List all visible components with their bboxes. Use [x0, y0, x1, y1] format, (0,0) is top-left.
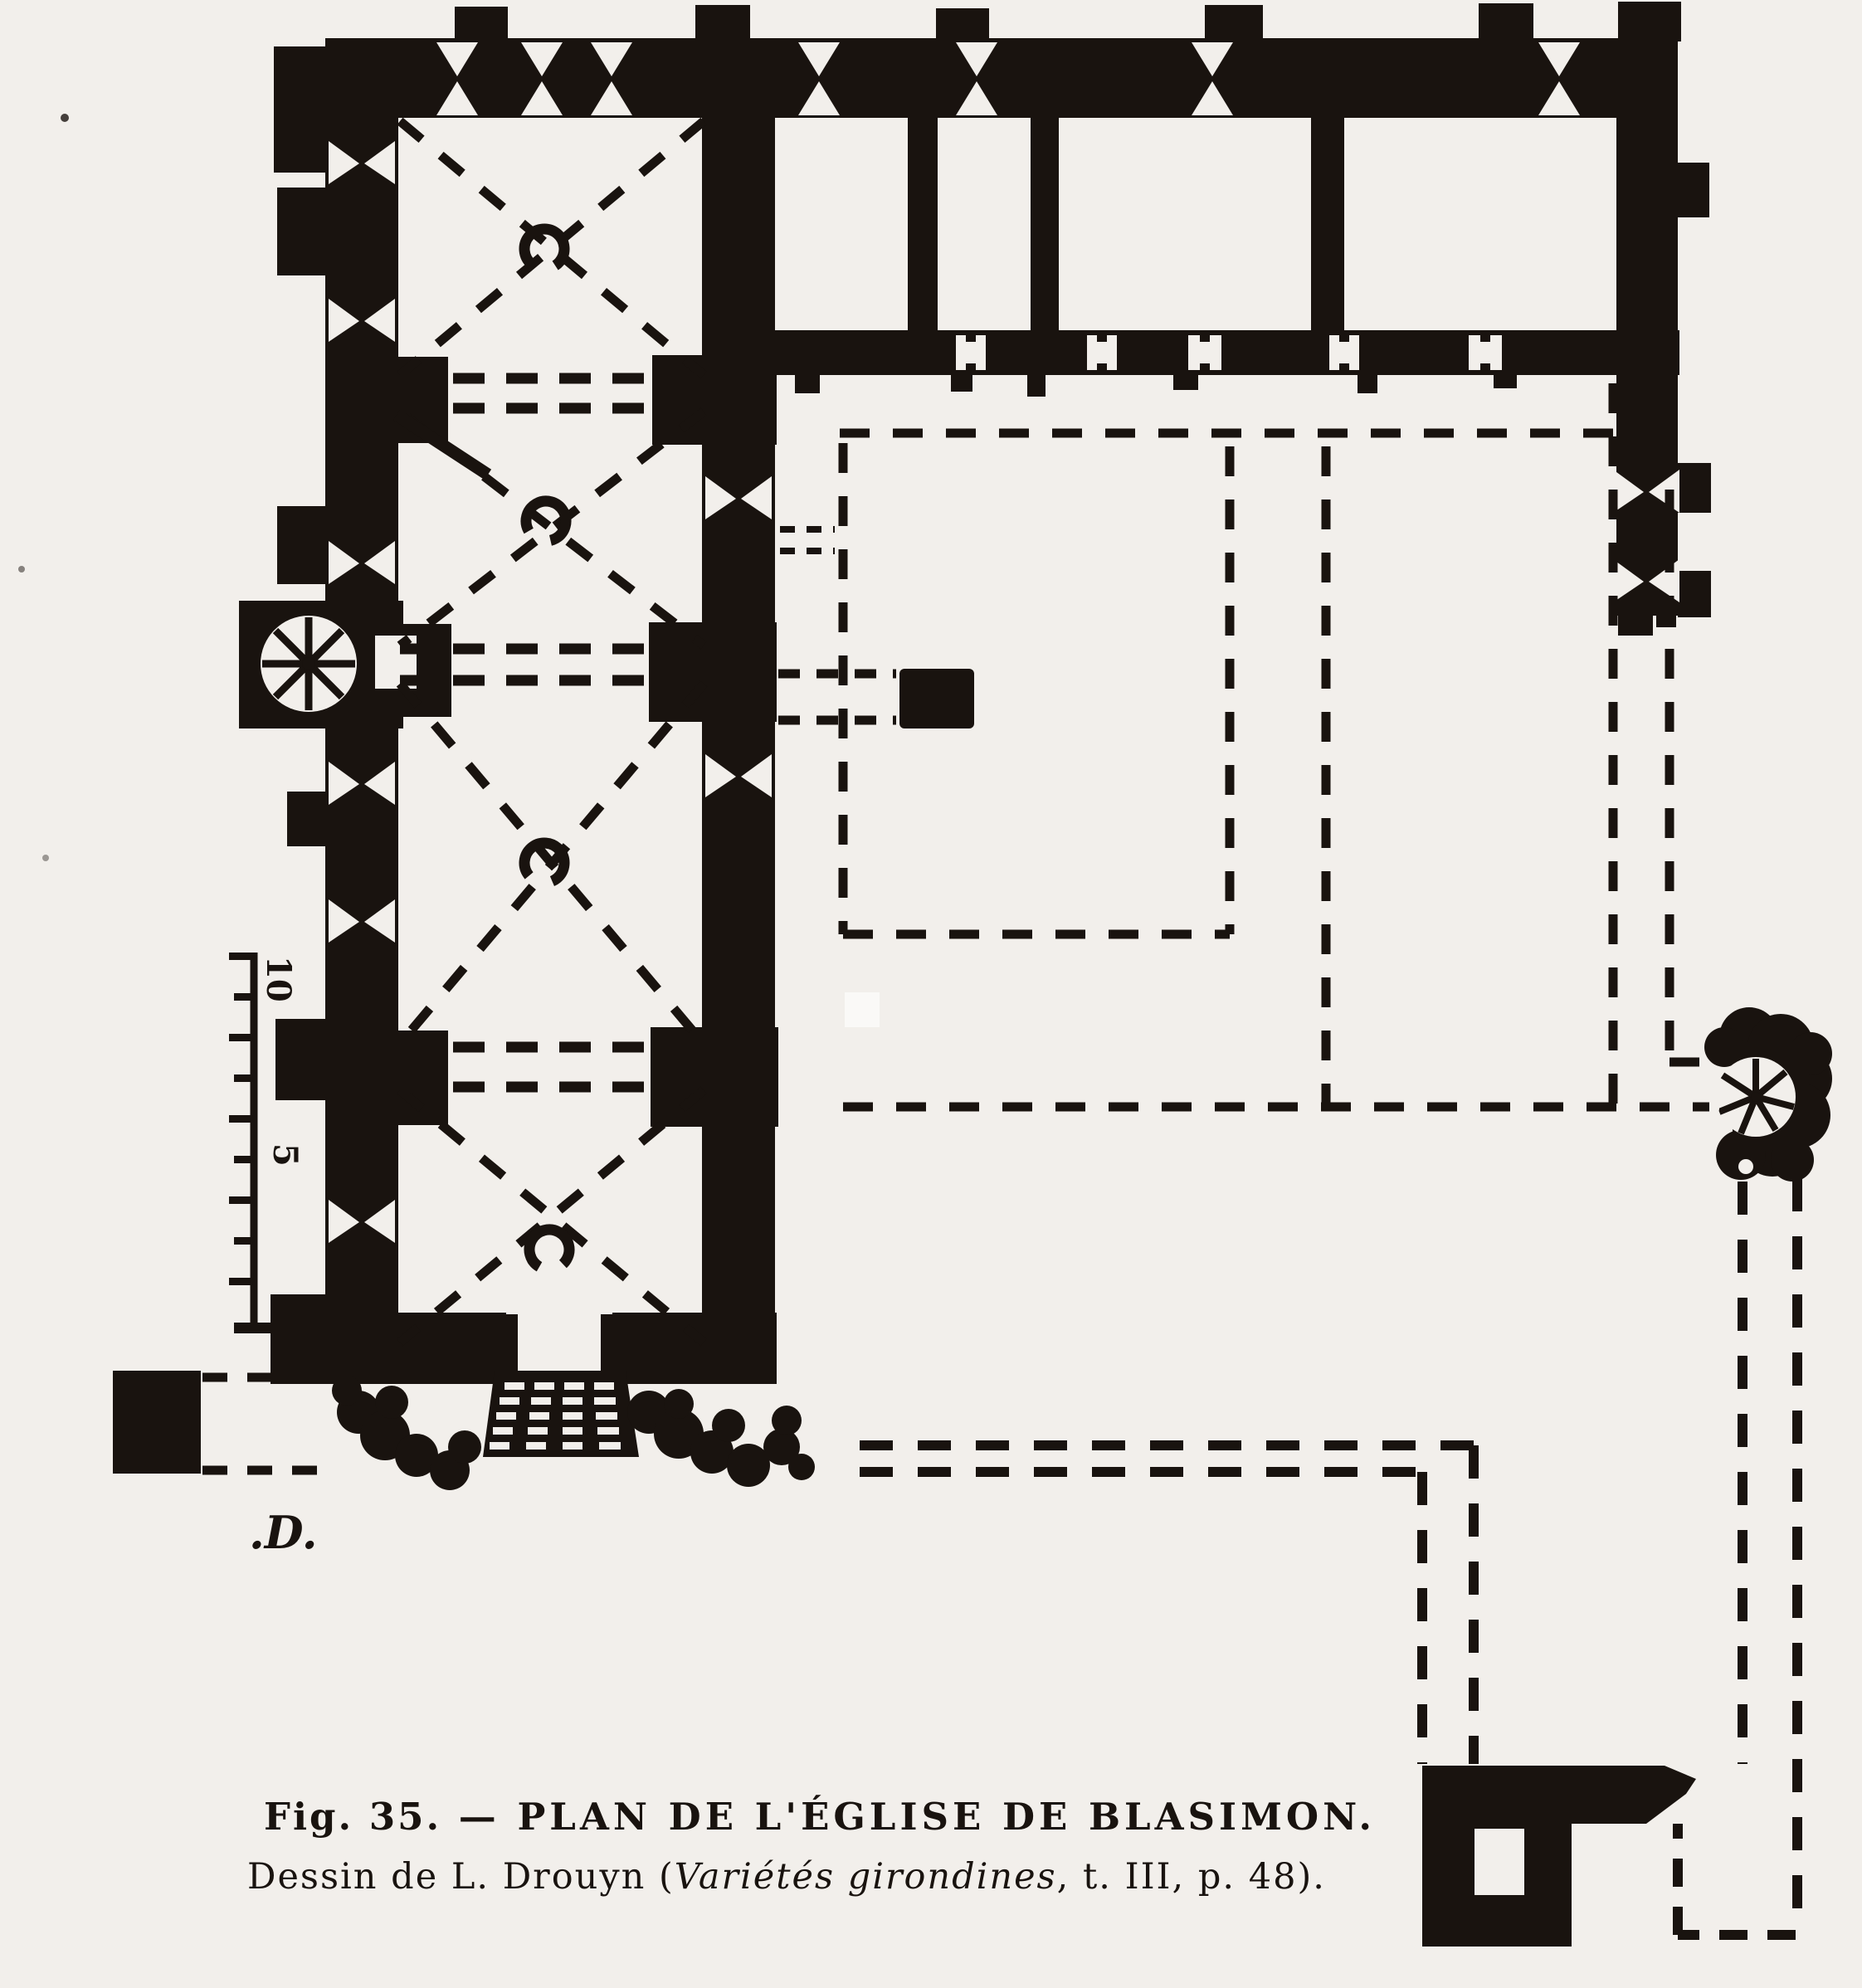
engraver-signature: .D. — [249, 1506, 318, 1559]
caption-source-ref: , t. III, p. 48). — [1057, 1856, 1326, 1898]
wing-divider — [1031, 118, 1059, 335]
caption-credit: Dessin de L. Drouyn ( — [247, 1856, 675, 1898]
west-front-foliage — [332, 1376, 815, 1490]
paper-blemishes — [18, 114, 880, 1027]
figure-caption-line2: Dessin de L. Drouyn (Variétés girondines… — [247, 1856, 1326, 1898]
altar-block — [899, 669, 974, 728]
nave-right-wall — [702, 118, 775, 1382]
demolished-walls-dashed — [202, 383, 1802, 1940]
scale-bar: 10 5 — [229, 953, 305, 1333]
scale-label-5: 5 — [266, 1143, 305, 1167]
step-treads — [490, 1382, 621, 1450]
wing-divider — [1311, 118, 1344, 335]
scale-ticks — [229, 953, 254, 1285]
stair-turret-west — [239, 601, 417, 728]
cloister-outline — [838, 383, 1713, 1112]
pier — [347, 1031, 448, 1125]
figure-number: Fig. 35. — [264, 1795, 441, 1839]
church-walls — [113, 2, 1711, 1947]
wing-east-wall — [1616, 118, 1678, 616]
pier — [649, 622, 777, 722]
gallery-outline — [860, 1178, 1802, 1932]
figure-caption-line1: Fig. 35. — PLAN DE L'ÉGLISE DE BLASIMON. — [264, 1795, 1376, 1839]
nave-vault-ribs — [392, 117, 708, 1347]
outbuilding-block — [113, 1371, 201, 1474]
pier — [652, 355, 777, 445]
stair-turret-east — [1703, 1007, 1832, 1182]
scale-label-10: 10 — [259, 956, 298, 1002]
southeast-building-bar — [1422, 1766, 1696, 1824]
wing-divider — [908, 118, 938, 335]
west-front-wall — [325, 1313, 506, 1384]
wall-openings — [329, 42, 1679, 1895]
figure-title: — PLAN DE L'ÉGLISE DE BLASIMON. — [441, 1795, 1376, 1839]
caption-source-work: Variétés girondines — [675, 1856, 1057, 1898]
wing-arch-openings — [956, 330, 1502, 375]
entrance-steps — [483, 1371, 639, 1457]
wing-south-wall — [775, 330, 1679, 375]
